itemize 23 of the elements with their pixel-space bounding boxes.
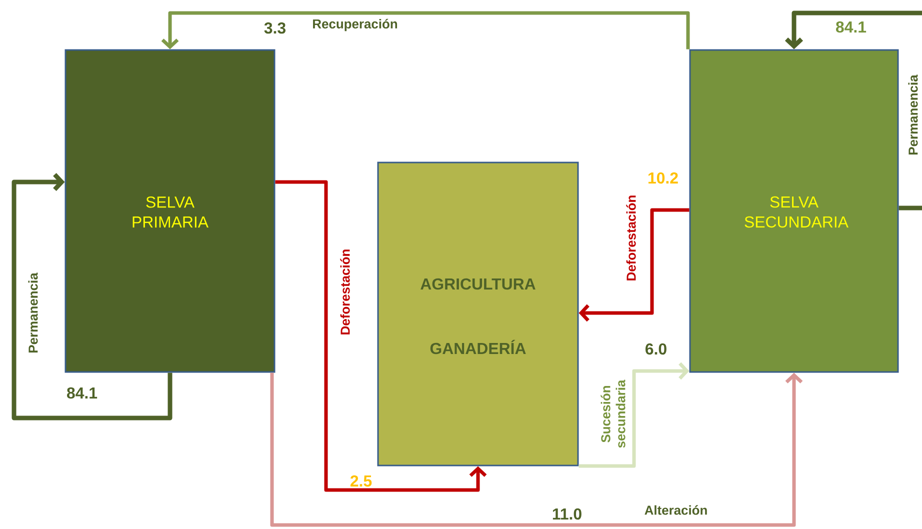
flow-value: 3.3 <box>264 22 286 34</box>
edge-label: Permanencia <box>908 74 918 154</box>
process-box: SELVA PRIMARIA <box>64 49 276 373</box>
arrow <box>12 172 172 420</box>
process-box: SELVA SECUNDARIA <box>689 49 899 373</box>
flow-value: 84.1 <box>67 387 98 399</box>
edge-label: Alteración <box>644 505 707 515</box>
arrow <box>578 362 690 468</box>
arrow <box>578 208 690 322</box>
arrow <box>784 10 922 210</box>
flow-value: 11.0 <box>552 508 582 520</box>
edge-label: Recuperación <box>313 18 398 32</box>
flow-value: 2.5 <box>350 475 372 487</box>
arrow <box>275 180 487 492</box>
arrow <box>161 11 690 50</box>
edge-label: Permanencia <box>28 272 38 352</box>
edge-label: Deforestación <box>626 196 636 280</box>
edge-label: Sucesión secundaria <box>600 380 626 448</box>
arrow <box>270 372 803 527</box>
flow-value: 84.1 <box>836 21 866 33</box>
flow-value: 6.0 <box>646 343 666 355</box>
edge-label: Deforestación <box>340 250 350 334</box>
process-box: AGRICULTURA GANADERÍA <box>377 162 579 466</box>
